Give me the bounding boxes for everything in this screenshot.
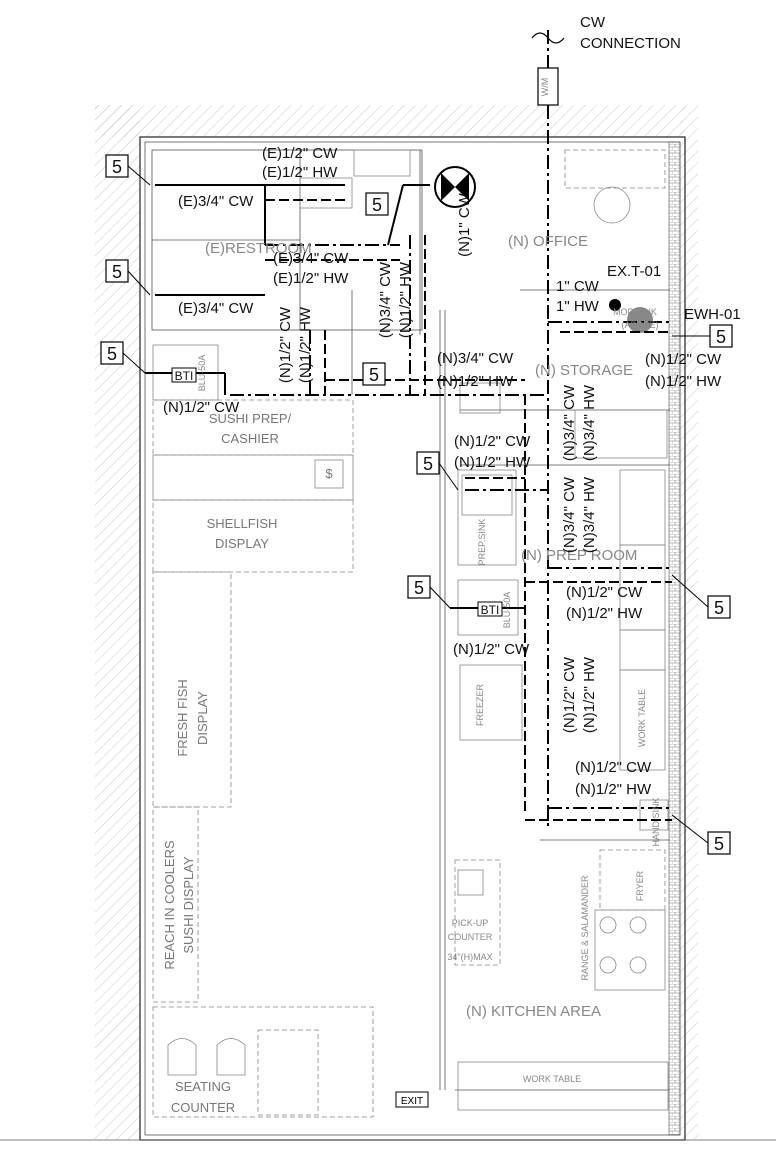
shellfish-label-2: DISPLAY: [215, 536, 269, 551]
label-n-half-cw-ewh: (N)1/2" CW: [645, 351, 722, 368]
pickup-label-1: PICK-UP: [452, 918, 489, 928]
label-e-half-hw: (E)1/2" HW: [262, 164, 338, 181]
label-n-half-hw-prep: (N)1/2" HW: [454, 454, 531, 471]
cw-connection-line1: CW: [580, 14, 606, 31]
label-n-half-cw-hs: (N)1/2" CW: [575, 759, 652, 776]
room-kitchen-area: (N) KITCHEN AREA: [466, 1003, 601, 1020]
seating-label-1: SEATING: [175, 1079, 231, 1094]
label-e-34-cw-c: (E)3/4" CW: [178, 300, 254, 317]
label-e-half-hw-b: (E)1/2" HW: [273, 270, 349, 287]
label-e-half-cw: (E)1/2" CW: [262, 145, 338, 162]
label-ewh01: EWH-01: [684, 306, 741, 323]
bti-box-2: [477, 601, 503, 617]
label-e-34-cw-a: (E)3/4" CW: [178, 193, 254, 210]
fresh-fish-label-2: DISPLAY: [195, 691, 210, 745]
label-n-half-cw-pr: (N)1/2" CW: [566, 584, 643, 601]
label-one-hw: 1" HW: [556, 298, 600, 315]
room-office: (N) OFFICE: [508, 233, 588, 250]
label-n-34-cw-v4: (N)3/4" CW: [561, 476, 578, 553]
keynote-tags: 5 5 5 5 5 5 5 5 5 5: [100, 154, 733, 855]
room-storage: (N) STORAGE: [535, 362, 633, 379]
freezer-label: FREEZER: [475, 684, 485, 727]
label-n-half-cw-sushi: (N)1/2" CW: [163, 399, 240, 416]
label-n-1-cw: (N)1" CW: [456, 192, 473, 256]
equipment-outlines: [152, 149, 669, 1118]
mop-sink-above-label: (ABOVE): [621, 320, 658, 330]
work-table-bottom-label: WORK TABLE: [523, 1074, 581, 1084]
keynote-tag: 5: [714, 834, 724, 854]
label-n-34-cw-v3: (N)3/4" CW: [561, 384, 578, 461]
hand-sink-label: HAND SINK: [651, 797, 661, 846]
water-meter-label: W/M: [540, 78, 550, 97]
label-n-34-cw-h: (N)3/4" CW: [437, 350, 514, 367]
bti-model-2: BLU-50A: [502, 592, 512, 629]
fresh-fish-label-1: FRESH FISH: [175, 679, 190, 756]
label-n-half-cw-v2: (N)1/2" CW: [277, 306, 294, 383]
label-n-34-cw-v: (N)3/4" CW: [377, 261, 394, 338]
label-n-half-cw-v5: (N)1/2" CW: [561, 656, 578, 733]
cw-connection-line2: CONNECTION: [580, 35, 681, 52]
water-piping: [145, 30, 672, 830]
sushi-prep-label-2: CASHIER: [221, 431, 279, 446]
label-n-half-hw-h: (N)1/2" HW: [437, 373, 514, 390]
label-n-half-hw-v2: (N)1/2" HW: [297, 306, 314, 383]
label-one-cw: 1" CW: [556, 278, 600, 295]
label-n-34-hw-v4: (N)3/4" HW: [581, 476, 598, 553]
fryer-label: FRYER: [635, 870, 645, 901]
sushi-prep-label-1: SUSHI PREP/: [209, 411, 292, 426]
label-n-half-hw-v: (N)1/2" HW: [397, 261, 414, 338]
range-label: RANGE & SALAMANDER: [580, 875, 590, 981]
label-n-half-hw-hs: (N)1/2" HW: [575, 781, 652, 798]
work-table-vertical-label: WORK TABLE: [637, 689, 647, 747]
keynote-tag: 5: [716, 327, 726, 347]
label-n-half-hw-pr: (N)1/2" HW: [566, 605, 643, 622]
label-n-half-cw-bti: (N)1/2" CW: [453, 641, 530, 658]
building-walls: [0, 136, 776, 1141]
exit-label: EXIT: [401, 1096, 423, 1107]
seating-label-2: COUNTER: [171, 1100, 235, 1115]
keynote-tag: 5: [369, 365, 379, 385]
water-meter: W/M: [531, 32, 565, 106]
bti-model-1: BLU-50A: [197, 355, 207, 392]
bti-label-1: BTI: [175, 369, 194, 383]
keynote-tag: 5: [112, 262, 122, 282]
keynote-tag: 5: [423, 454, 433, 474]
prep-sink-label: PREP.SINK: [477, 519, 487, 566]
keynote-tag: 5: [107, 344, 117, 364]
keynote-tag: 5: [414, 578, 424, 598]
keynote-tag: 5: [714, 598, 724, 618]
reach-in-label-2: SUSHI DISPLAY: [181, 856, 196, 954]
label-e-34-cw-b: (E)3/4" CW: [273, 250, 349, 267]
pickup-label-3: 34"(H)MAX: [447, 952, 492, 962]
keynote-tag: 5: [372, 195, 382, 215]
mop-sink-label: MOP SINK: [613, 307, 657, 317]
shellfish-label-1: SHELLFISH: [207, 516, 278, 531]
pickup-label-2: COUNTER: [448, 932, 493, 942]
label-n-34-hw-v3: (N)3/4" HW: [581, 384, 598, 461]
label-n-half-hw-v5: (N)1/2" HW: [581, 656, 598, 733]
label-ex-t01: EX.T-01: [607, 263, 661, 280]
room-restroom: (E)RESTROOM: [205, 240, 312, 257]
reach-in-label-1: REACH IN COOLERS: [162, 840, 177, 970]
label-n-half-hw-ewh: (N)1/2" HW: [645, 373, 722, 390]
bti-box-1: [171, 367, 197, 383]
cash-register-icon: $: [325, 466, 333, 481]
room-prep-room: (N) PREP ROOM: [521, 547, 637, 564]
keynote-tag: 5: [112, 157, 122, 177]
label-n-half-cw-prep: (N)1/2" CW: [454, 433, 531, 450]
exit-sign: [395, 1091, 429, 1108]
bti-label-2: BTI: [481, 603, 500, 617]
